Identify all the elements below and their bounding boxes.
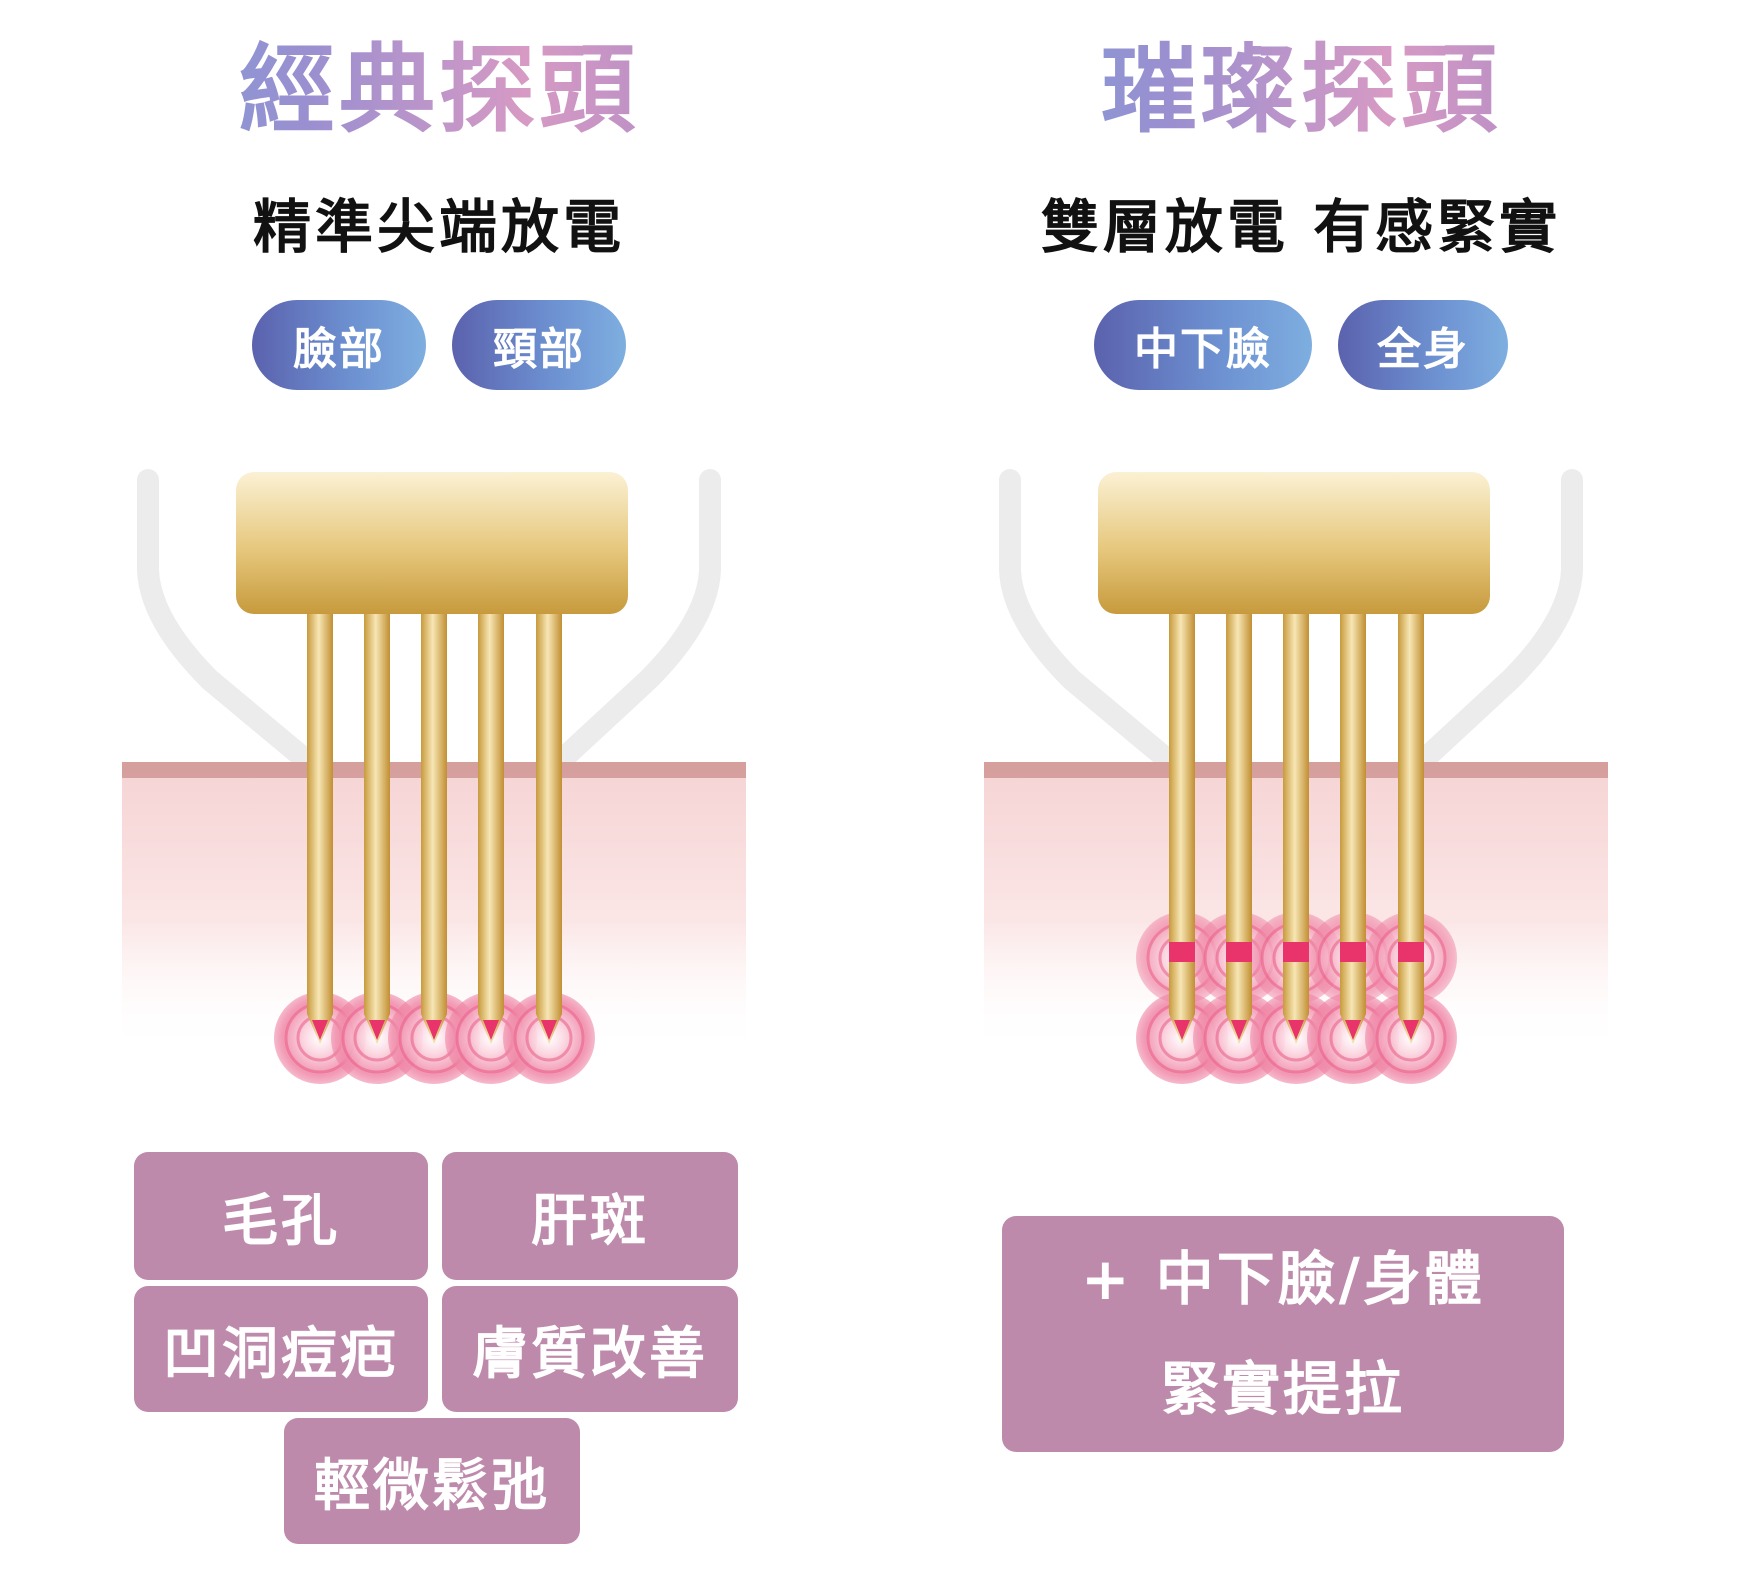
classic-probe-subtitle: 精準尖端放電 [252,193,625,261]
tag-mild-sagging: 輕微鬆弛 [284,1418,580,1544]
brilliant-area-pills: 中下臉 全身 [862,300,1740,390]
brilliant-tip-pulse [1288,1020,1304,1040]
classic-electrode-needle [536,614,562,1014]
pill-neck: 頸部 [452,300,626,390]
tag-skin-texture: 膚質改善 [442,1286,738,1412]
brilliant-tip-pulse [1345,1020,1361,1040]
classic-probe-title: 經典探頭 [0,37,878,144]
brilliant-mid-pulse-band [1169,942,1195,962]
pill-whole-body: 全身 [1338,300,1508,390]
brilliant-probe-head [1098,472,1490,614]
classic-tip-pulse [426,1020,442,1040]
classic-tip-pulse [312,1020,328,1040]
tag-lift-firm-line2: 緊實提拉 [1160,1355,1405,1423]
classic-electrode-needle [307,614,333,1014]
tag-melasma: 肝斑 [442,1152,738,1280]
pill-lower-face: 中下臉 [1094,300,1312,390]
classic-probe-head [236,472,628,614]
brilliant-tip-pulse [1174,1020,1190,1040]
brilliant-tip-pulse [1403,1020,1419,1040]
brilliant-probe-illustration [984,469,1608,1084]
brilliant-mid-pulse-band [1398,942,1424,962]
brilliant-mid-pulse-band [1340,942,1366,962]
classic-tip-pulse [483,1020,499,1040]
brilliant-mid-pulse-band [1283,942,1309,962]
brilliant-probe-subtitle: 雙層放電 有感緊實 [1040,193,1562,261]
classic-area-pills: 臉部 頸部 [0,300,878,390]
brilliant-probe-title: 璀璨探頭 [862,37,1740,144]
tag-acne-scars: 凹洞痘疤 [134,1286,428,1412]
classic-housing-left [137,469,341,791]
classic-tip-pulse [369,1020,385,1040]
classic-housing-right [529,469,721,791]
classic-electrode-needle [364,614,390,1014]
classic-probe-panel: 經典探頭 精準尖端放電 臉部 頸部 毛孔 肝斑 凹洞痘疤 膚質改善 輕微鬆弛 [0,0,878,1596]
tag-lift-firm-line1: + 中下臉/身體 [1081,1245,1485,1313]
tag-pores: 毛孔 [134,1152,428,1280]
tag-lift-firm: + 中下臉/身體 緊實提拉 [1002,1216,1564,1452]
classic-probe-illustration [122,469,746,1084]
pill-face: 臉部 [252,300,426,390]
brilliant-tip-pulse [1231,1020,1247,1040]
brilliant-mid-pulse-band [1226,942,1252,962]
brilliant-housing-right [1391,469,1583,791]
classic-electrode-needle [421,614,447,1014]
brilliant-housing-left [999,469,1203,791]
brilliant-probe-panel: 璀璨探頭 雙層放電 有感緊實 中下臉 全身 + 中下臉/身體 緊實提拉 [862,0,1740,1596]
classic-tip-pulse [541,1020,557,1040]
classic-electrode-needle [478,614,504,1014]
